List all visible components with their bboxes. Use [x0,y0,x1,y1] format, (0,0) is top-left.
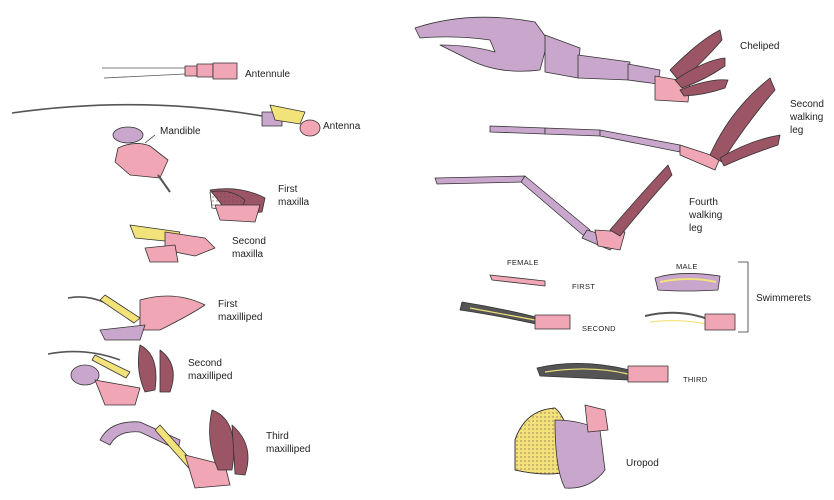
swimmeret-female-second [460,302,570,329]
second-maxilla-drawing [130,225,215,262]
second-walking-leg-label: Second walking leg [790,98,824,137]
third-swimmeret-label: THIRD [683,373,707,386]
swimmeret-third [537,363,668,382]
swimmeret-male-second [645,313,735,330]
swimmerets-label: Swimmerets [756,292,811,305]
antennule-drawing [102,63,237,79]
cheliped-drawing [415,17,728,102]
swimmeret-male-first [655,273,720,291]
swimmeret-female-first [490,275,545,286]
first-swimmeret-label: FIRST [572,280,595,293]
second-maxilla-label: Second maxilla [232,235,266,261]
second-swimmeret-label: SECOND [582,322,616,335]
female-label: FEMALE [507,256,539,269]
second-maxilliped-label: Second maxilliped [188,357,232,383]
male-label: MALE [676,260,698,273]
mandible-label: Mandible [160,125,201,138]
first-maxilliped-drawing [68,295,205,340]
second-walking-leg-drawing [490,78,780,170]
antenna-label: Antenna [323,120,360,133]
fourth-walking-leg-label: Fourth walking leg [689,196,722,235]
cheliped-label: Cheliped [740,40,779,53]
third-maxilliped-drawing [100,410,248,488]
second-maxilliped-drawing [48,345,173,405]
first-maxilla-label: First maxilla [278,183,309,209]
swimmerets-bracket [738,262,748,332]
first-maxilliped-label: First maxilliped [218,298,262,324]
antennule-label: Antennule [245,68,290,81]
fourth-walking-leg-drawing [435,165,672,250]
first-maxilla-drawing [210,189,265,222]
uropod-drawing [515,405,608,488]
uropod-label: Uropod [626,457,659,470]
third-maxilliped-label: Third maxilliped [266,430,310,456]
